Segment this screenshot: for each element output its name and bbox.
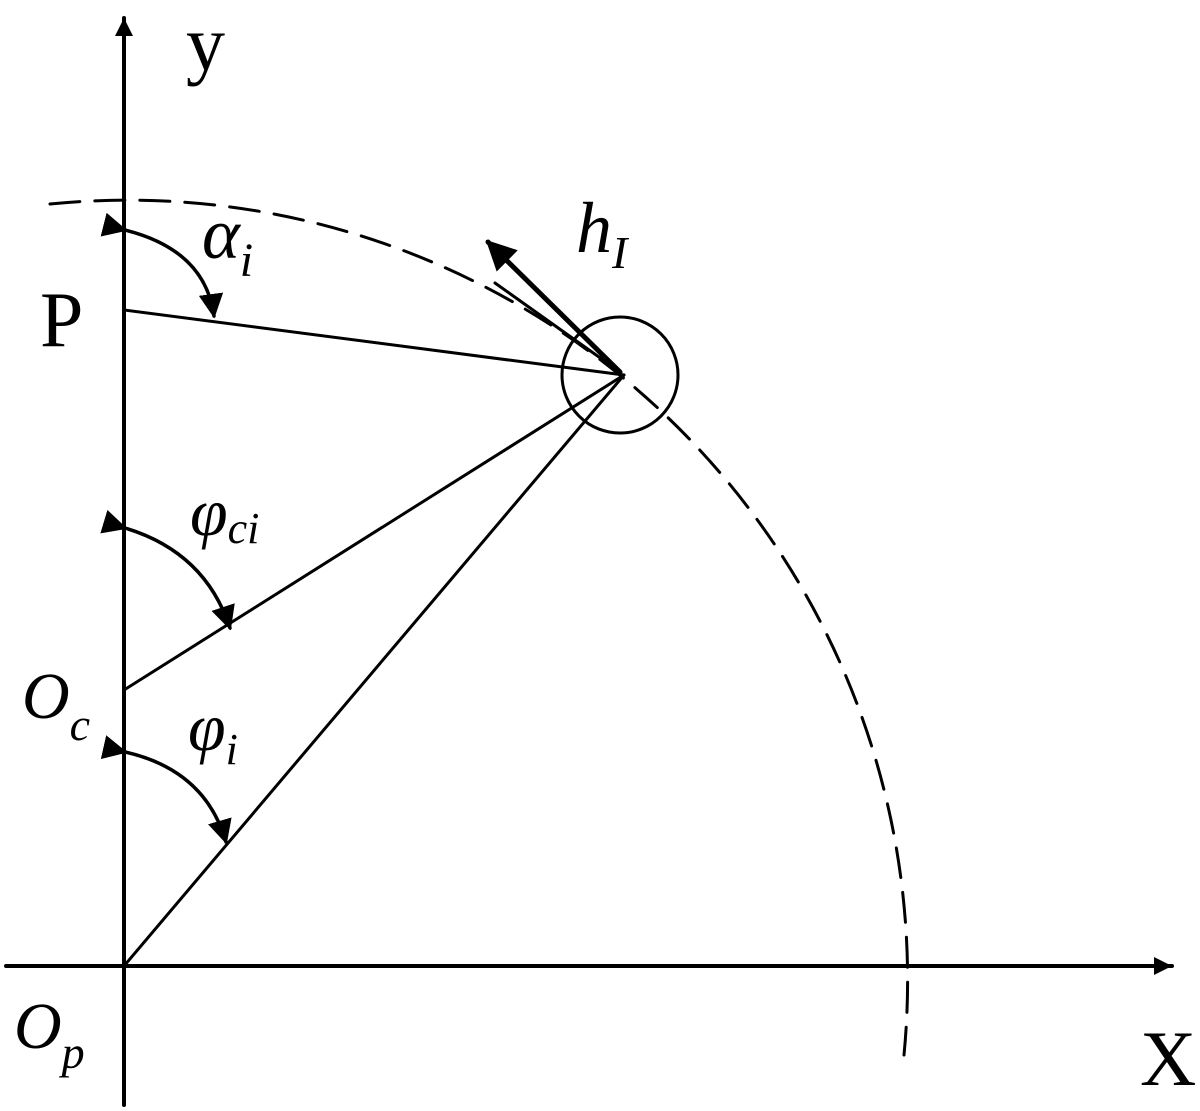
phi-angle-arc [100, 735, 232, 845]
point-oc-label: Oc [22, 660, 90, 750]
point-op-sub: p [59, 1027, 85, 1078]
vector-h-arrow [485, 239, 623, 375]
phi-c-angle-arc [100, 509, 235, 631]
contact-circle [560, 315, 680, 435]
vector-h-sub: I [611, 227, 630, 278]
point-op-main: O [14, 990, 62, 1063]
phi-sub: i [226, 725, 238, 774]
line-oc-to-contact [122, 373, 626, 692]
line-op-to-contact [122, 373, 626, 968]
point-p-label: P [40, 276, 83, 363]
y-axis-label: y [186, 0, 225, 87]
alpha-main: α [202, 194, 241, 274]
point-op-label: Op [14, 990, 85, 1078]
point-oc-sub: c [70, 699, 90, 750]
point-oc-main: O [22, 660, 70, 733]
vector-h-main: h [576, 188, 612, 268]
alpha-i-label: αi [202, 194, 253, 287]
phi-c-sub: ci [228, 504, 260, 553]
alpha-sub: i [240, 234, 253, 287]
phi-i-label: φi [188, 689, 238, 774]
line-p-to-contact [122, 308, 626, 377]
phi-c-main: φ [190, 474, 228, 550]
x-axis-label: X [1140, 1015, 1196, 1102]
vector-h-label: hI [576, 188, 630, 278]
phi-main: φ [188, 689, 226, 765]
alpha-angle-arc [100, 212, 224, 319]
phi-ci-label: φci [190, 474, 259, 553]
dashed-trajectory-arc [48, 198, 910, 1057]
tangent-segment [493, 281, 622, 374]
